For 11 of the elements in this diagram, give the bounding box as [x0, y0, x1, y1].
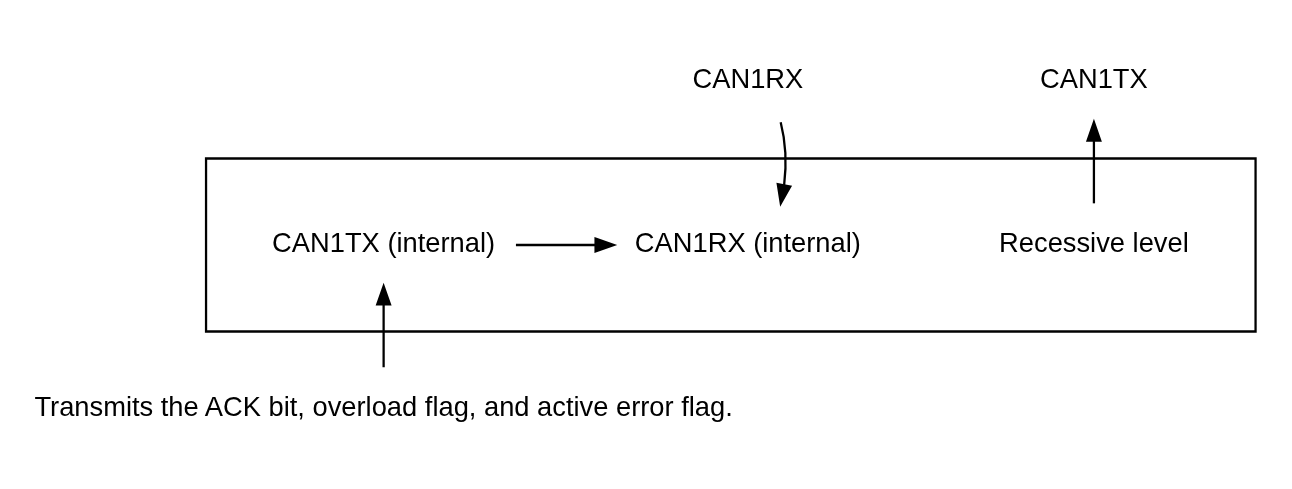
arrow: [375, 282, 392, 367]
node-text: Recessive level: [999, 226, 1189, 258]
node-text: CAN1RX (internal): [634, 226, 861, 258]
arrow: [1085, 118, 1102, 203]
cluster: [204, 156, 1257, 333]
node-text: CAN1TX: [1040, 62, 1148, 94]
node-text: Transmits the ACK bit, overload flag, and active error flag.: [34, 390, 733, 422]
arrow: [515, 236, 618, 253]
arrow: [776, 121, 793, 207]
node-text: CAN1RX: [692, 62, 804, 94]
node-text: CAN1TX (internal): [272, 226, 496, 258]
